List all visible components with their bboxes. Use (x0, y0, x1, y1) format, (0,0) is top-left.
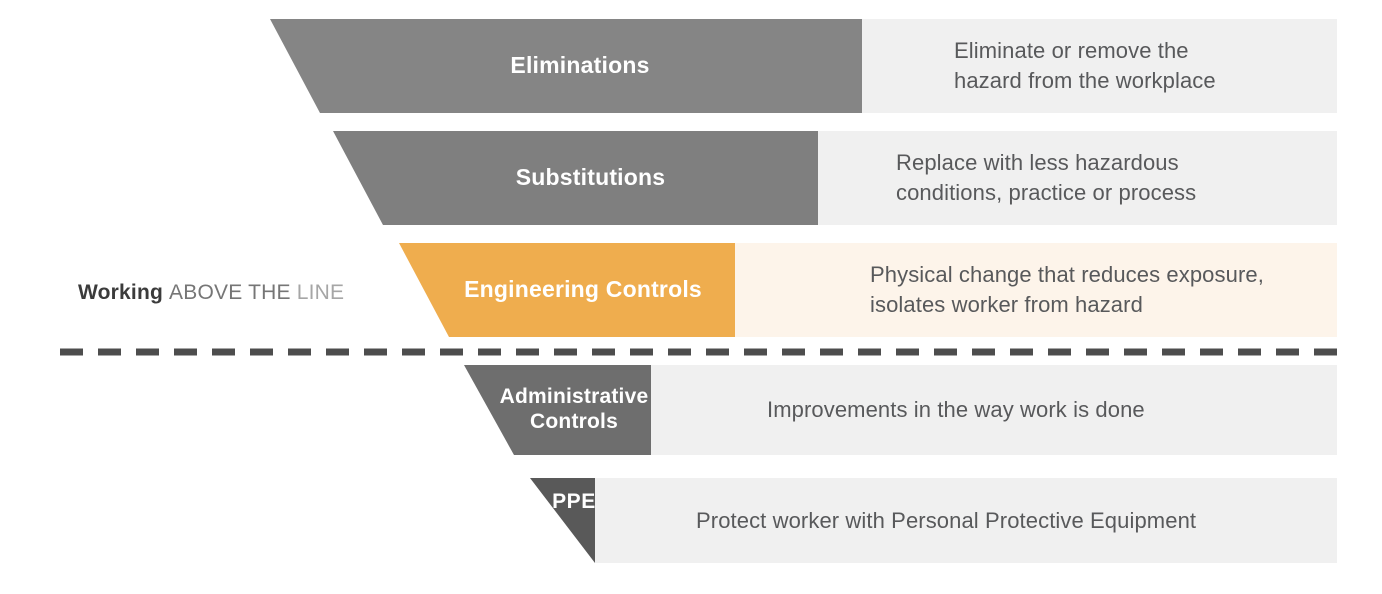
description-panel-administrative-controls: Improvements in the way work is done (651, 365, 1337, 455)
funnel-label-eliminations: Eliminations (270, 19, 890, 113)
funnel-label-administrative-controls: Administrative Controls (464, 365, 684, 455)
funnel-label-text-substitutions: Substitutions (515, 164, 666, 191)
description-panel-ppe: Protect worker with Personal Protective … (595, 478, 1337, 563)
caption-segment-line: LINE (296, 281, 345, 304)
caption-segment-working: Working (78, 281, 170, 304)
funnel-shape-engineering-controls[interactable] (399, 243, 774, 337)
funnel-label-engineering-controls: Engineering Controls (399, 243, 767, 337)
description-text-ppe: Protect worker with Personal Protective … (696, 507, 1197, 533)
funnel-shape-substitutions[interactable] (333, 131, 857, 225)
funnel-label-text-engineering-controls: Engineering Controls (464, 276, 702, 303)
description-text-substitutions: Replace with less hazardous conditions, … (896, 150, 1197, 205)
funnel-shape-eliminations[interactable] (270, 19, 900, 113)
description-text-engineering-controls: Physical change that reduces exposure, i… (870, 262, 1264, 317)
description-panel-eliminations: Eliminate or remove the hazard from the … (862, 19, 1337, 113)
description-text-administrative-controls: Improvements in the way work is done (767, 397, 1145, 423)
caption-segment-above-the: ABOVE THE (169, 281, 297, 304)
description-text-eliminations: Eliminate or remove the hazard from the … (954, 38, 1216, 93)
funnel-shape-administrative-controls[interactable] (464, 365, 690, 455)
funnel-label-substitutions: Substitutions (333, 131, 848, 225)
above-the-line-caption: Working ABOVE THE LINE (78, 281, 344, 305)
description-panel-engineering-controls: Physical change that reduces exposure, i… (735, 243, 1337, 337)
funnel-label-text-eliminations: Eliminations (510, 52, 650, 79)
funnel-label-text-ppe: PPE (552, 489, 596, 513)
description-panel-substitutions: Replace with less hazardous conditions, … (818, 131, 1337, 225)
funnel-label-text-administrative-controls: Administrative Controls (499, 385, 649, 433)
funnel-label-ppe: PPE (530, 478, 618, 526)
